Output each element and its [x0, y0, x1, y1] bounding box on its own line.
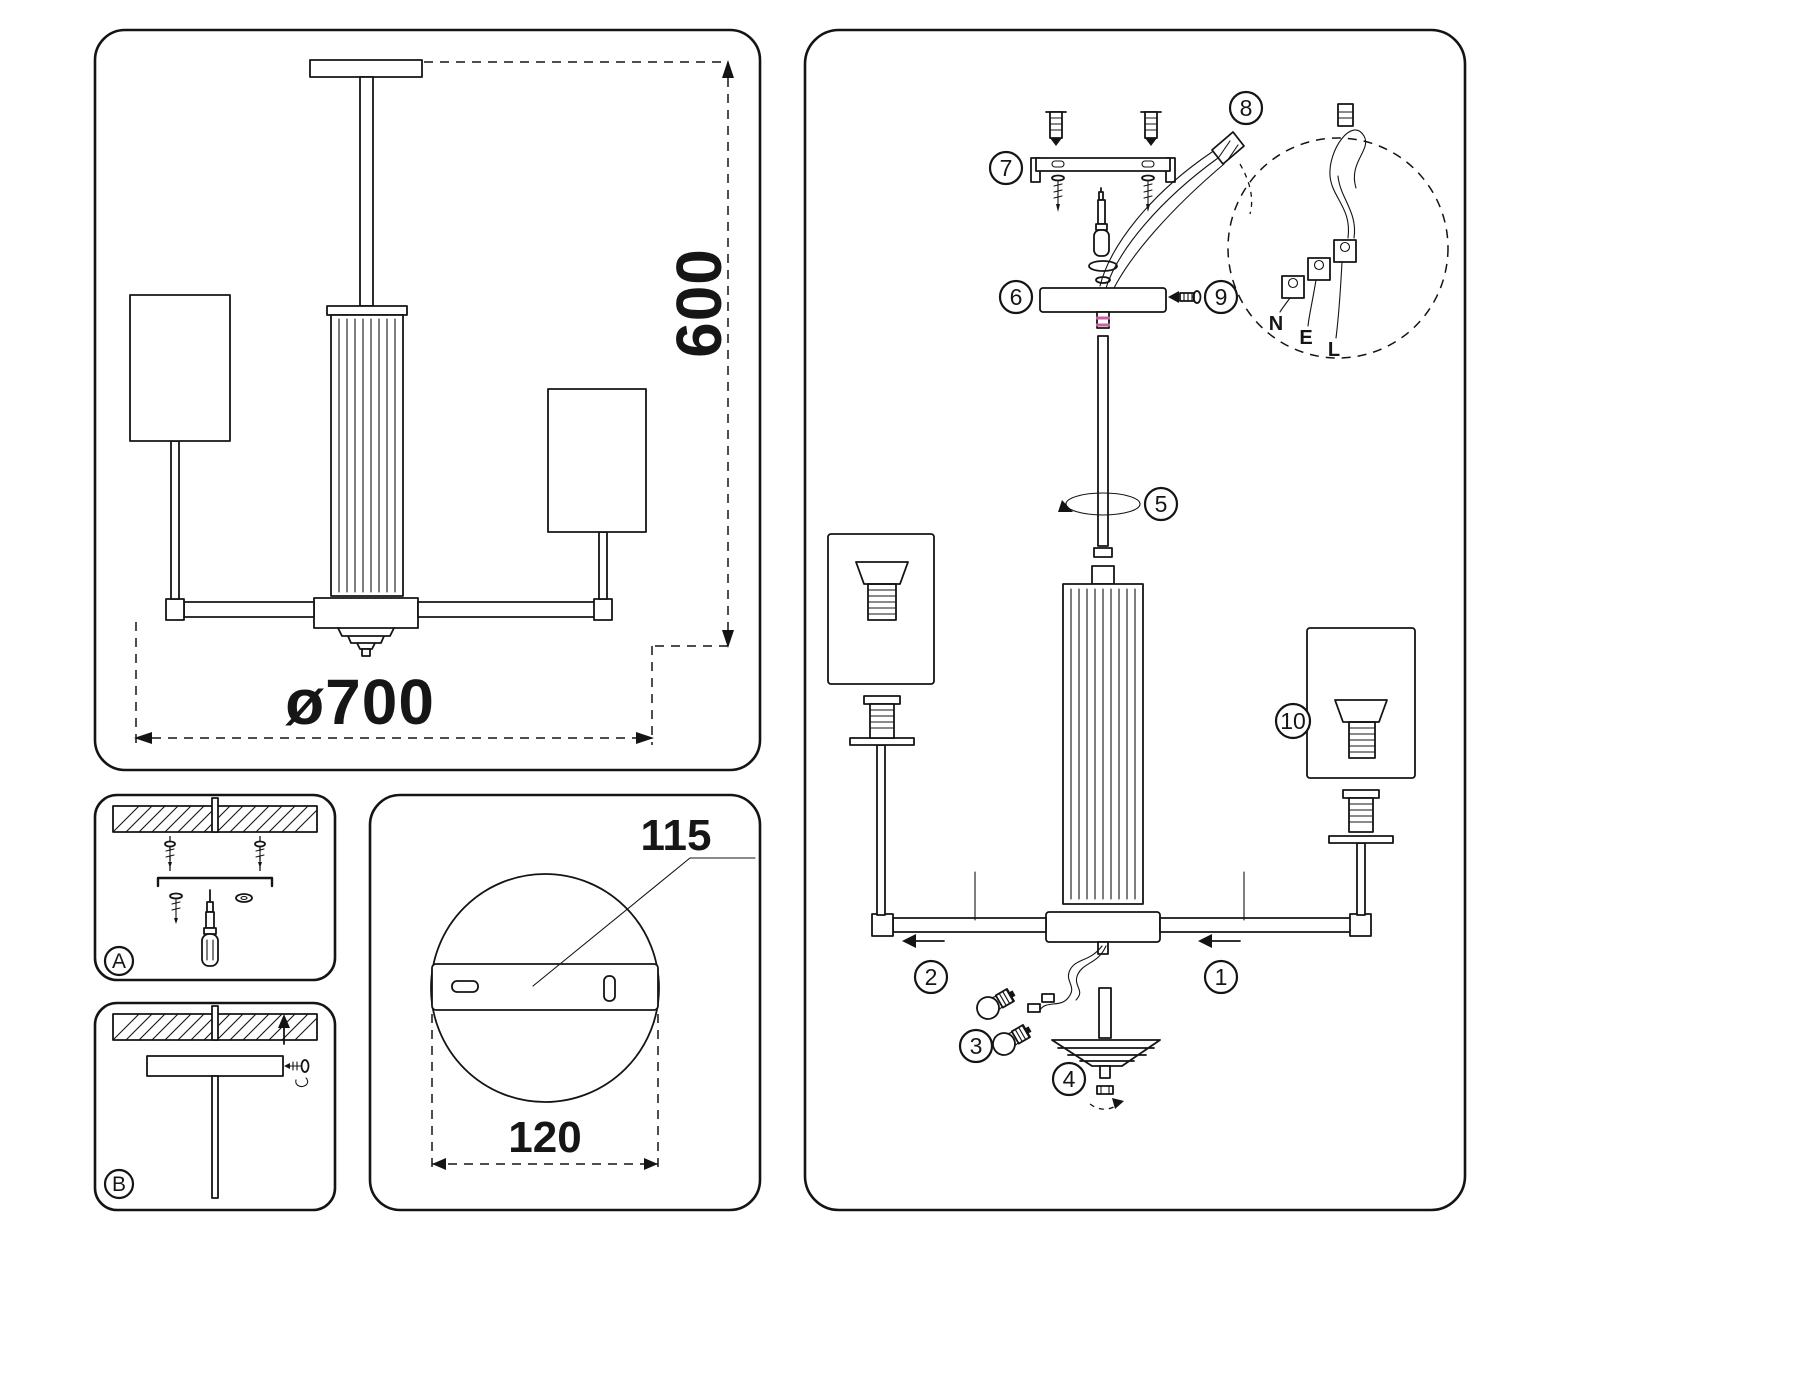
screw-icon	[169, 892, 183, 924]
mounting-bracket	[1030, 157, 1176, 183]
panel-dimensions: 600 ø700	[93, 28, 762, 772]
wall-anchor-icon	[1140, 111, 1162, 146]
plate-detail-circle	[430, 873, 660, 1103]
canopy-plate	[146, 1055, 284, 1077]
rotation-arrow	[1058, 492, 1141, 516]
panel-inset-b: B	[93, 1001, 337, 1212]
bulb-icon	[976, 988, 1016, 1020]
panel-dimensions-frame	[93, 28, 762, 772]
step-6-label: 6	[1010, 284, 1023, 310]
panel-assembly: N E L 7 8 6 9 5 10 2	[803, 28, 1467, 1212]
mounting-bracket-line	[156, 876, 274, 888]
wire-l-label: L	[1328, 339, 1340, 361]
wire-n-label: N	[1269, 313, 1283, 335]
washer-icon	[1088, 260, 1118, 272]
dimension-height: 600	[424, 60, 735, 745]
step-callout-9: 9	[1203, 279, 1239, 315]
cable-loop	[1329, 103, 1367, 239]
step-callout-6: 6	[998, 279, 1034, 315]
screw-icon	[164, 840, 176, 868]
plate-slot-right	[603, 975, 616, 1002]
washer-icon	[235, 893, 253, 903]
insert-arrow-right	[1198, 934, 1241, 948]
screwdriver-icon	[201, 889, 219, 967]
inset-b-callout: B	[103, 1168, 135, 1200]
center-rod	[1097, 335, 1109, 547]
step-callout-10: 10	[1274, 702, 1312, 740]
panel-inset-a-frame	[93, 793, 337, 982]
inset-a-callout: A	[103, 945, 135, 977]
canopy-mounting	[146, 1005, 310, 1199]
leader-line	[532, 857, 756, 987]
wire-mark	[1096, 316, 1110, 327]
step-7-label: 7	[1000, 155, 1013, 181]
wall-anchor-icon	[1045, 111, 1067, 146]
step-4-label: 4	[1063, 1066, 1076, 1092]
step-callout-1: 1	[1203, 959, 1239, 995]
center-shade	[1062, 565, 1144, 905]
wiring-detail: N E L	[1227, 103, 1449, 361]
left-shade	[827, 533, 935, 685]
left-arm	[183, 601, 315, 618]
dimension-diameter: ø700	[134, 622, 654, 745]
center-shade-cap	[326, 305, 408, 316]
diameter-dimension-label: ø700	[285, 666, 435, 738]
center-shade	[330, 314, 404, 597]
screw-icon	[254, 840, 266, 868]
wire-e-label: E	[1299, 327, 1312, 349]
inset-b-label: B	[112, 1173, 126, 1196]
inset-a-label: A	[112, 950, 126, 973]
center-hub	[1045, 911, 1161, 943]
step-callout-5: 5	[1143, 486, 1179, 522]
right-shade	[1306, 627, 1416, 779]
anchor-guides	[156, 836, 274, 924]
right-arm-assembly	[1159, 627, 1416, 937]
insert-arrow-left	[902, 934, 945, 948]
step-2-label: 2	[925, 964, 938, 990]
screw-icon	[1168, 290, 1202, 304]
ceiling-canopy	[309, 59, 423, 78]
terminal-block	[1279, 239, 1357, 339]
socket-wires	[1027, 945, 1107, 1013]
step-8-label: 8	[1240, 95, 1253, 121]
step-callout-3: 3	[958, 1028, 994, 1064]
right-shade	[547, 388, 647, 533]
screw-icon	[1051, 174, 1065, 212]
step-9-label: 9	[1215, 284, 1228, 310]
step-1-label: 1	[1215, 964, 1228, 990]
screw-icon	[284, 1059, 310, 1088]
mounting-plate	[431, 963, 659, 1011]
hanging-stem	[359, 76, 374, 307]
step-10-label: 10	[1280, 708, 1306, 734]
center-hub	[313, 597, 419, 629]
bottom-finial	[1051, 987, 1161, 1110]
right-arm	[417, 601, 597, 618]
plate-width-dimension-label: 120	[508, 1113, 581, 1162]
panel-mounting-plate: 115 120	[368, 793, 762, 1212]
screwdriver-icon	[1093, 187, 1110, 257]
height-dimension-label: 600	[663, 248, 735, 358]
plate-slot-left	[451, 980, 479, 993]
step-callout-2: 2	[913, 959, 949, 995]
panel-inset-a: A	[93, 793, 337, 982]
left-arm-assembly	[827, 533, 1047, 937]
left-shade	[129, 294, 231, 442]
dimension-plate-width: 120	[431, 1014, 659, 1170]
bulb-icon	[992, 1024, 1032, 1056]
ceiling-hatch	[112, 797, 318, 833]
wiring-detail-circle	[1227, 137, 1449, 359]
step-5-label: 5	[1155, 491, 1168, 517]
chandelier-front-view	[129, 59, 647, 657]
wire-harness	[1099, 131, 1245, 293]
ceiling-canopy	[1039, 287, 1167, 329]
step-callout-7: 7	[988, 150, 1024, 186]
step-callout-8: 8	[1228, 90, 1264, 126]
plate-hole-dimension-label: 115	[641, 811, 712, 860]
step-callout-4: 4	[1051, 1061, 1087, 1097]
step-3-label: 3	[970, 1033, 983, 1059]
